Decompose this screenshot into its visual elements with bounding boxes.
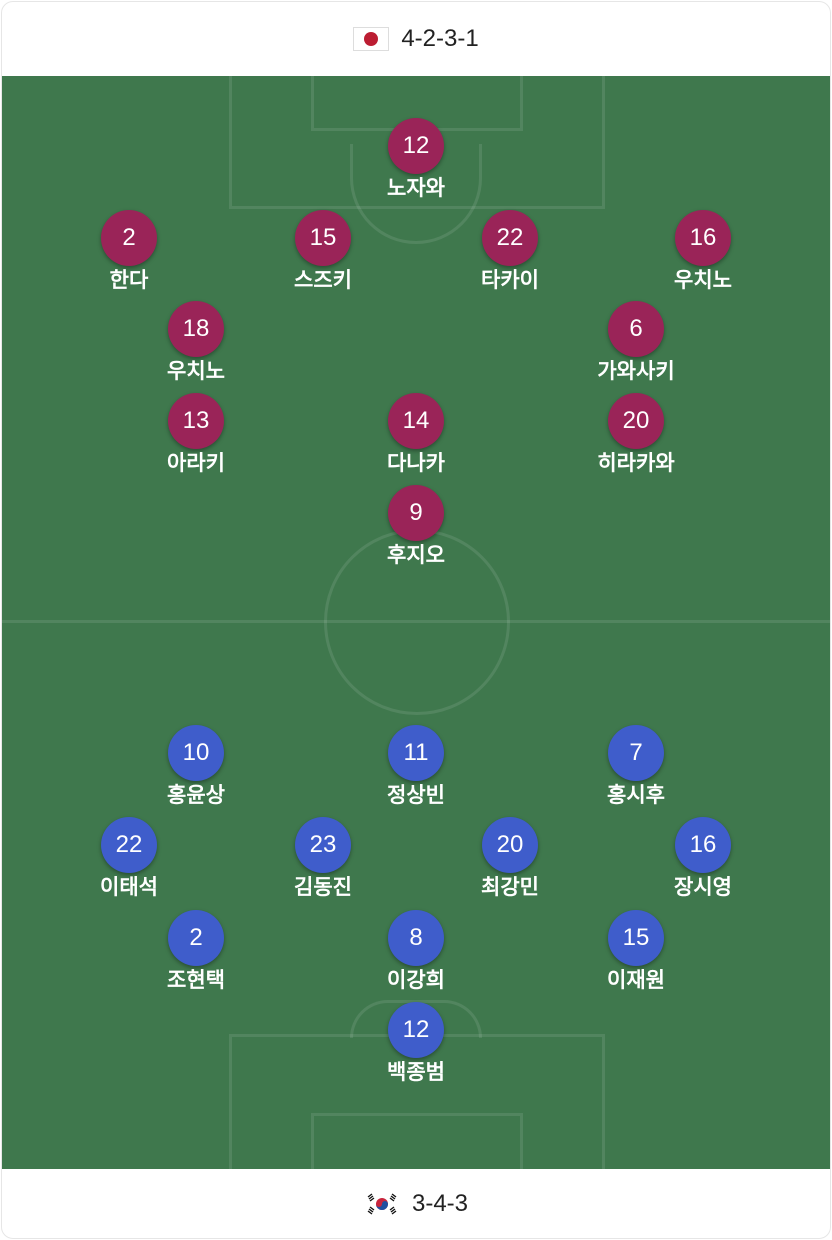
player-number: 20 [608,393,664,449]
home-player[interactable]: 22 타카이 [450,210,570,294]
player-name: 한다 [109,269,149,292]
home-player[interactable]: 12 노자와 [356,118,476,202]
away-player[interactable]: 12 백종범 [356,1002,476,1086]
home-formation: 4-2-3-1 [401,25,479,52]
home-player[interactable]: 6 가와사키 [576,301,696,385]
home-player[interactable]: 15 스즈키 [263,210,383,294]
player-name: 우치노 [167,360,225,383]
player-number: 10 [168,725,224,781]
player-name: 타카이 [481,269,539,292]
player-name: 조현택 [167,969,225,992]
player-number: 13 [168,393,224,449]
player-number: 22 [101,817,157,873]
away-player[interactable]: 2 조현택 [136,910,256,994]
player-name: 아라키 [167,452,225,475]
player-number: 12 [388,118,444,174]
player-number: 15 [608,910,664,966]
home-player[interactable]: 13 아라키 [136,393,256,477]
player-number: 12 [388,1002,444,1058]
player-number: 15 [295,210,351,266]
player-number: 16 [675,210,731,266]
away-player[interactable]: 10 홍윤상 [136,725,256,809]
player-name: 후지오 [387,544,445,567]
player-number: 9 [388,485,444,541]
away-player[interactable]: 23 김동진 [263,817,383,901]
player-name: 최강민 [481,876,539,899]
player-number: 22 [482,210,538,266]
player-name: 이강희 [387,969,445,992]
player-number: 2 [168,910,224,966]
away-team-footer: 3-4-3 [2,1169,830,1238]
player-number: 23 [295,817,351,873]
away-player[interactable]: 15 이재원 [576,910,696,994]
korea-flag-icon [363,1191,400,1216]
player-name: 이태석 [100,876,158,899]
player-name: 이재원 [607,969,665,992]
japan-flag-icon [353,27,390,51]
player-number: 6 [608,301,664,357]
home-player[interactable]: 20 히라카와 [576,393,696,477]
away-player[interactable]: 7 홍시후 [576,725,696,809]
player-name: 노자와 [387,177,445,200]
player-number: 8 [388,910,444,966]
player-name: 스즈키 [294,269,352,292]
away-formation: 3-4-3 [411,1189,469,1217]
away-player[interactable]: 11 정상빈 [356,725,476,809]
player-name: 정상빈 [387,784,445,807]
home-player[interactable]: 2 한다 [69,210,189,294]
player-name: 가와사키 [597,360,675,383]
player-number: 14 [388,393,444,449]
player-name: 장시영 [674,876,732,899]
player-number: 20 [482,817,538,873]
player-number: 16 [675,817,731,873]
player-name: 우치노 [674,269,732,292]
player-number: 7 [608,725,664,781]
player-name: 다나카 [387,452,445,475]
pitch: 12 노자와 2 한다 15 스즈키 22 타카이 16 우치노 18 우치노 … [2,73,830,1174]
player-name: 백종범 [387,1061,445,1084]
player-name: 홍시후 [607,784,665,807]
home-player[interactable]: 18 우치노 [136,301,256,385]
player-name: 홍윤상 [167,784,225,807]
player-number: 2 [101,210,157,266]
away-player[interactable]: 16 장시영 [643,817,763,901]
home-player[interactable]: 14 다나카 [356,393,476,477]
player-number: 18 [168,301,224,357]
away-player[interactable]: 20 최강민 [450,817,570,901]
home-team-header: 4-2-3-1 [2,2,830,76]
away-player[interactable]: 8 이강희 [356,910,476,994]
away-player[interactable]: 22 이태석 [69,817,189,901]
player-name: 히라카와 [597,452,675,475]
home-player[interactable]: 9 후지오 [356,485,476,569]
player-name: 김동진 [294,876,352,899]
player-number: 11 [388,725,444,781]
bottom-goal-box [311,1113,523,1173]
home-player[interactable]: 16 우치노 [643,210,763,294]
